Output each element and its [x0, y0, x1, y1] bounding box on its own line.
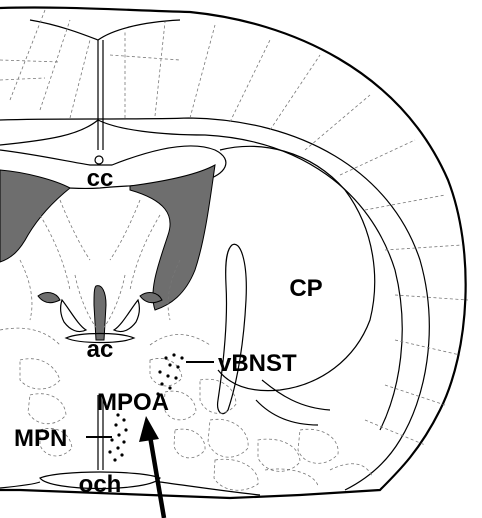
brain-outer-outline: [0, 7, 466, 498]
label-mpn: MPN: [14, 425, 67, 452]
cortical-dashed-lines: [0, 10, 468, 445]
ventral-surface: [0, 482, 260, 495]
cortex-layer-2: [0, 120, 402, 430]
pointer-arrow: [139, 416, 164, 518]
external-capsule: [256, 380, 330, 425]
septal-outline-left: [61, 300, 86, 332]
right-lateral-ventricle: [130, 165, 215, 310]
third-ventricle: [94, 286, 106, 340]
label-cp: CP: [289, 275, 322, 302]
septal-outline-right: [114, 300, 139, 332]
label-vbnst: vBNST: [218, 350, 297, 377]
label-cc: cc: [87, 165, 114, 192]
internal-capsule: [218, 244, 247, 413]
midline: [98, 40, 103, 150]
cc-midline-marker: [95, 156, 103, 164]
left-lateral-ventricle: [0, 170, 70, 262]
dorsal-fissure: [30, 20, 180, 40]
label-och: och: [79, 471, 122, 498]
label-ac: ac: [87, 336, 114, 363]
small-ventricle-left: [38, 293, 60, 303]
label-mpoa: MPOA: [97, 389, 169, 416]
